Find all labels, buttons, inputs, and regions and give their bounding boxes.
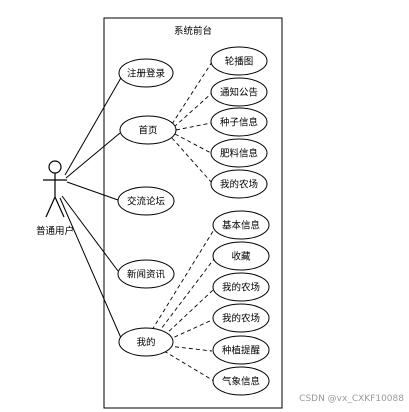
assoc-forum	[66, 181, 119, 201]
usecase-news: 新闻资讯	[117, 259, 175, 289]
usecase-seed-ellipse	[210, 107, 268, 137]
assoc-news	[61, 195, 119, 272]
usecase-planting-reminder-label: 种植提醒	[222, 345, 261, 357]
usecase-mine-farm-b-label: 我的农场	[222, 313, 260, 325]
usecase-mine-farm-b-ellipse	[212, 303, 270, 333]
link-mine-favorites	[157, 258, 215, 334]
usecase-mine-ellipse	[118, 327, 174, 357]
actor-head	[48, 160, 62, 174]
actor-ordinary-user	[43, 160, 67, 218]
usecase-home-farm-label: 我的农场	[220, 179, 258, 191]
usecase-fertilizer-ellipse	[210, 138, 268, 168]
link-mine-weather	[163, 350, 215, 382]
usecase-register: 注册登录	[118, 58, 174, 88]
usecase-home-label: 首页	[138, 125, 157, 137]
usecase-notice-label: 通知公告	[220, 87, 258, 99]
actor-label: 普通用户	[36, 225, 74, 237]
usecase-mine-farm-a-ellipse	[212, 272, 270, 302]
link-mine-farm-b	[167, 319, 213, 341]
assoc-mine	[59, 197, 122, 339]
link-mine-farm-a	[163, 289, 214, 337]
usecase-mine-label: 我的	[136, 337, 155, 349]
usecase-favorites: 收藏	[212, 241, 270, 271]
assoc-home	[65, 132, 121, 179]
usecase-basic-info-ellipse	[212, 210, 270, 240]
usecase-forum-label: 交流论坛	[127, 196, 166, 208]
usecase-home-farm-ellipse	[210, 169, 268, 199]
usecase-mine: 我的	[118, 327, 174, 357]
usecase-favorites-label: 收藏	[231, 251, 251, 263]
actor-right-leg	[54, 196, 65, 218]
link-mine-planting-reminder	[167, 345, 213, 352]
usecase-carousel-ellipse	[210, 46, 268, 76]
usecase-mine-farm-a: 我的农场	[212, 272, 270, 302]
usecase-mine-farm-a-label: 我的农场	[222, 282, 260, 294]
usecase-carousel-label: 轮播图	[225, 56, 254, 68]
usecase-register-ellipse	[118, 58, 174, 88]
usecase-home-ellipse	[119, 115, 177, 145]
usecase-carousel: 轮播图	[210, 46, 268, 76]
usecase-planting-reminder: 种植提醒	[212, 335, 270, 365]
usecase-home: 首页	[119, 115, 177, 145]
usecase-weather: 气象信息	[212, 366, 270, 396]
usecase-mine-farm-b: 我的农场	[212, 303, 270, 333]
usecase-fertilizer-label: 肥料信息	[220, 148, 258, 160]
usecase-seed-label: 种子信息	[220, 117, 258, 129]
usecase-forum: 交流论坛	[117, 186, 175, 216]
usecase-weather-ellipse	[212, 366, 270, 396]
link-home-seed	[175, 122, 212, 131]
usecase-news-ellipse	[117, 259, 175, 289]
assoc-register	[64, 75, 123, 176]
usecase-fertilizer: 肥料信息	[210, 138, 268, 168]
usecase-register-label: 注册登录	[127, 68, 166, 80]
usecase-weather-label: 气象信息	[222, 376, 260, 388]
usecase-planting-reminder-ellipse	[212, 335, 270, 365]
actor-left-leg	[45, 196, 56, 218]
usecase-news-label: 新闻资讯	[127, 269, 166, 281]
link-home-notice	[173, 92, 213, 128]
usecase-favorites-ellipse	[212, 241, 270, 271]
usecase-notice-ellipse	[210, 77, 268, 107]
watermark: CSDN @vx_CXKF10088	[299, 394, 404, 404]
usecase-seed: 种子信息	[210, 107, 268, 137]
usecase-forum-ellipse	[117, 186, 175, 216]
usecase-basic-info: 基本信息	[212, 210, 270, 240]
link-home-carousel	[171, 61, 213, 125]
usecase-notice: 通知公告	[210, 77, 268, 107]
usecase-home-farm: 我的农场	[210, 169, 268, 199]
link-home-farm	[171, 137, 213, 184]
boundary-title: 系统前台	[174, 25, 212, 37]
link-mine-basic-info	[151, 227, 216, 331]
usecase-basic-info-label: 基本信息	[222, 220, 260, 232]
